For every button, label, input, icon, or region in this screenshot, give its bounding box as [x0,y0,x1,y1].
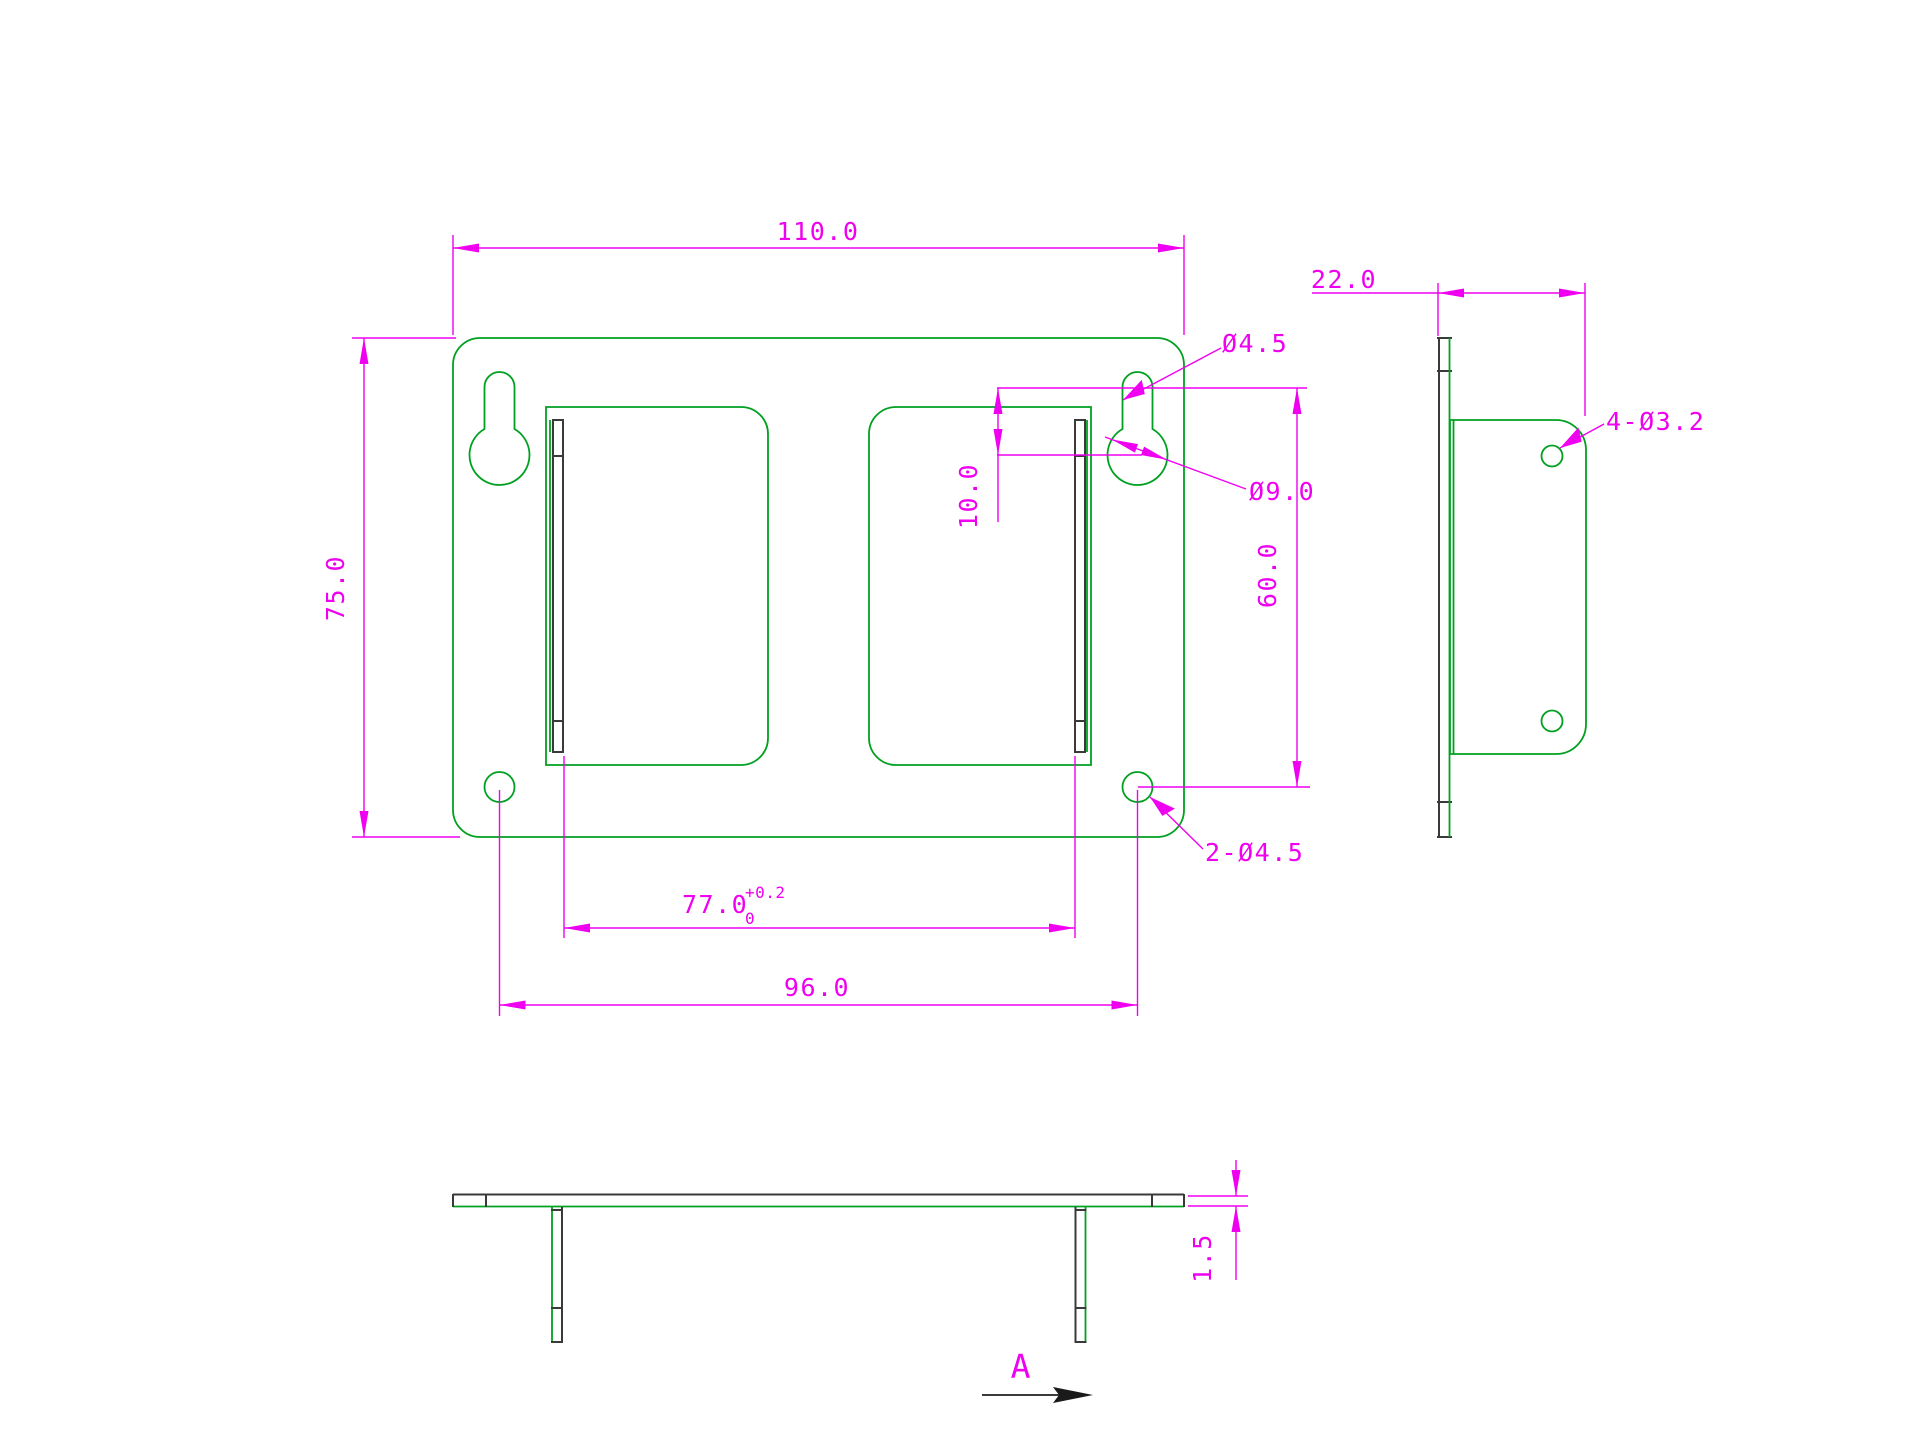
dim-tab-span-label: 77.0 [682,890,748,919]
dim-keyhole-offset: 10.0 [954,387,1307,529]
dim-corner-hole-spacing-label: 96.0 [784,973,850,1002]
leg-left [551,1207,563,1343]
dim-thickness: 1.5 [1188,1160,1248,1283]
cutout-left [545,406,769,766]
dim-keyhole-offset-label: 10.0 [954,463,983,529]
dim-hole-vertical-span-label: 60.0 [1253,542,1282,608]
side-view [1437,337,1587,838]
label-corner-holes: 2-Ø4.5 [1205,838,1304,867]
dim-thickness-label: 1.5 [1188,1233,1217,1283]
dimensions: 110.0 75.0 10.0 60.0 [321,217,1705,1283]
cutout-right [868,406,1092,766]
tab-left [552,419,564,753]
leader-corner-holes: 2-Ø4.5 [1149,796,1304,867]
plate-outline [452,337,1185,838]
keyhole-slot-left [468,371,531,486]
dim-corner-hole-spacing: 96.0 [498,790,1139,1016]
flange-hole-top [1540,444,1564,468]
dim-tab-span: 77.0 +0.2 0 [563,756,1076,938]
tab-left-edge [552,419,564,753]
dim-depth-label: 22.0 [1311,265,1377,294]
leg-right [1074,1207,1087,1343]
leader-flange-holes: 4-Ø3.2 [1559,407,1705,449]
view-direction-label: A [1011,1347,1032,1386]
flange-hole-bottom [1540,709,1564,733]
dim-hole-vertical-span: 60.0 [1138,388,1310,788]
dim-tab-span-tol-upper: +0.2 [745,883,786,902]
dim-overall-width: 110.0 [452,217,1185,335]
keyhole-slot-right [1106,371,1169,486]
label-keyhole-large-dia: Ø9.0 [1249,477,1315,506]
dim-overall-height: 75.0 [321,337,460,838]
leader-keyhole-large: Ø9.0 [1104,436,1315,506]
leader-keyhole-small: Ø4.5 [1122,329,1288,401]
view-direction-indicator: A [982,1347,1093,1403]
view-direction-arrow-head [1053,1387,1093,1403]
label-flange-holes: 4-Ø3.2 [1606,407,1705,436]
tab-right-edge [1074,419,1086,753]
tab-right [1074,419,1086,753]
label-keyhole-small-dia: Ø4.5 [1222,329,1288,358]
bottom-view [452,1193,1185,1343]
dim-depth: 22.0 [1311,265,1586,416]
dim-tab-span-tol-lower: 0 [745,909,755,928]
flange-outline [1449,419,1587,755]
dim-overall-width-label: 110.0 [777,217,860,246]
dim-overall-height-label: 75.0 [321,555,350,621]
